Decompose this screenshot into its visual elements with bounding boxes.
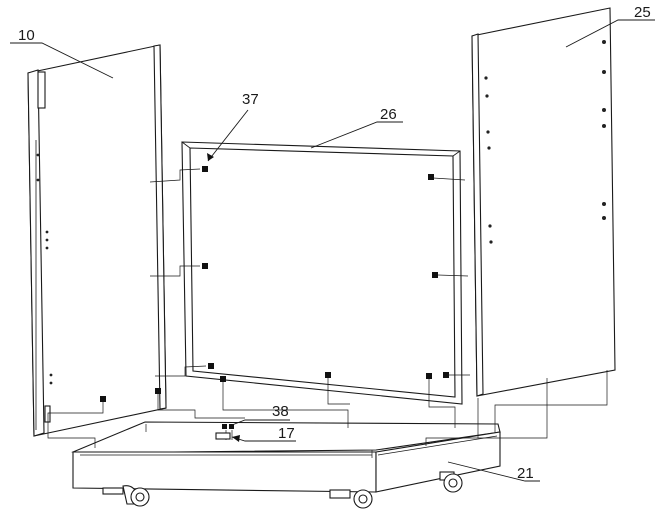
- caster-front-middle: [329, 489, 373, 509]
- label-base-21: 21: [517, 465, 534, 482]
- assembly-guides: [47, 168, 608, 458]
- label-side-panel-right: 25: [634, 4, 651, 21]
- screws: [100, 166, 449, 429]
- leader-lines: [10, 19, 655, 482]
- label-back-panel: 26: [380, 106, 397, 123]
- side-panel-right: [471, 7, 616, 397]
- label-side-panel-left: 10: [18, 27, 35, 44]
- label-screw-38: 38: [272, 403, 289, 420]
- label-screw-37: 37: [242, 91, 259, 108]
- back-panel: [181, 141, 463, 405]
- side-panel-left: [27, 44, 167, 437]
- label-dowel-17: 17: [278, 425, 295, 442]
- caster-front-left: [102, 485, 150, 507]
- caster-back-right: [439, 471, 463, 493]
- base-unit: [71, 421, 501, 509]
